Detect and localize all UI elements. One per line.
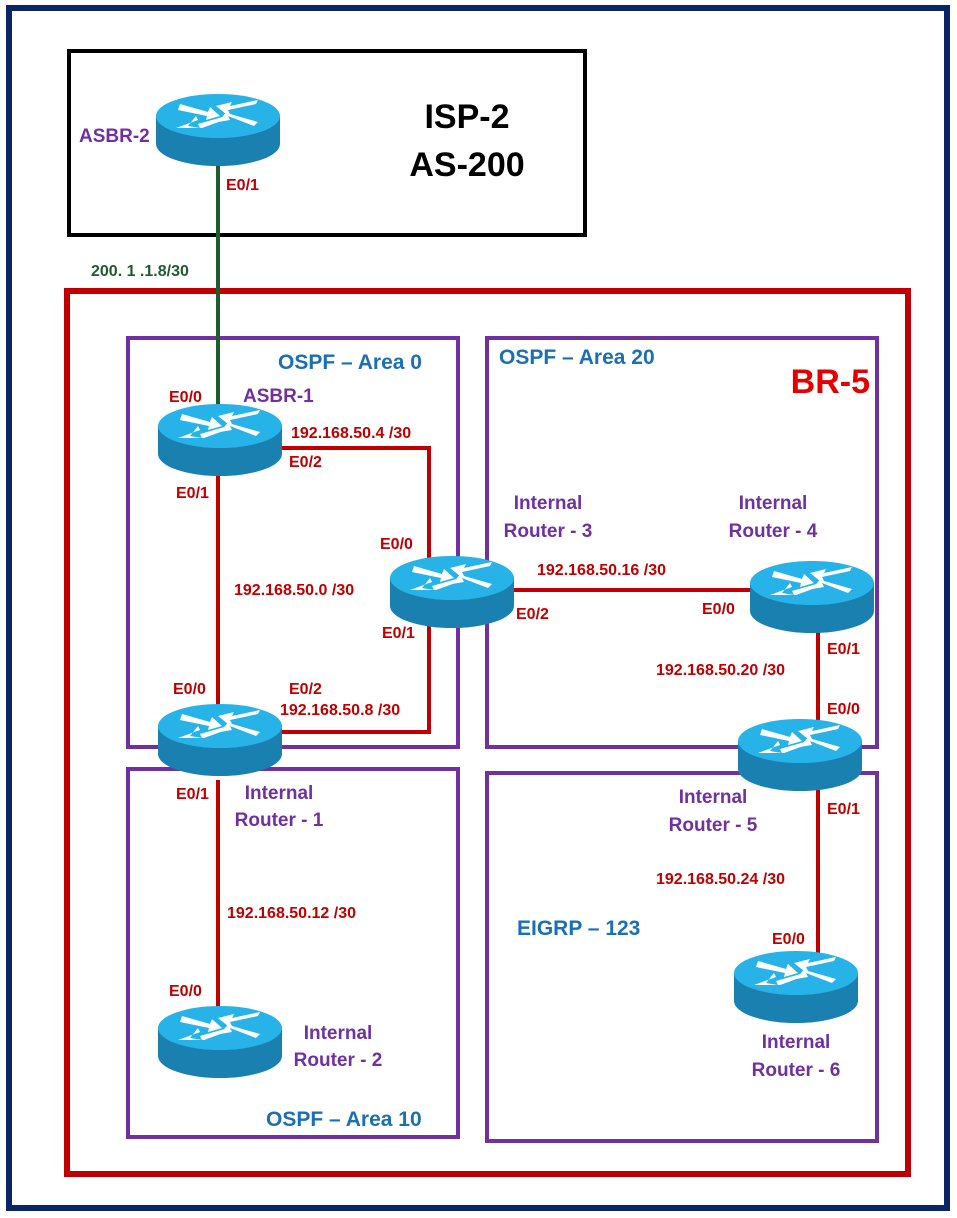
if-ir3-e02: E0/2 — [516, 606, 549, 623]
net-label-ir4-ir5: 192.168.50.20 /30 — [656, 662, 785, 679]
eigrp-box — [485, 771, 879, 1143]
router-name-ir2-line1: Internal — [304, 1023, 373, 1044]
area-0-label: OSPF – Area 0 — [278, 351, 422, 374]
area-10-label: OSPF – Area 10 — [266, 1108, 422, 1131]
router-name-ir2-line2: Router - 2 — [294, 1050, 383, 1071]
eigrp-label: EIGRP – 123 — [517, 917, 640, 940]
router-name-ir1-line2: Router - 1 — [235, 810, 324, 831]
area-20-label: OSPF – Area 20 — [499, 346, 655, 369]
net-label-ir3-ir4: 192.168.50.16 /30 — [537, 562, 666, 579]
router-name-ir5-line1: Internal — [679, 787, 748, 808]
if-ir1-e00: E0/0 — [173, 681, 206, 698]
router-name-asbr2: ASBR-2 — [79, 126, 150, 147]
isp-title-line2: AS-200 — [409, 146, 524, 184]
router-name-ir1-line1: Internal — [245, 783, 314, 804]
if-ir2-e00: E0/0 — [169, 983, 202, 1000]
net-label-ir5-ir6: 192.168.50.24 /30 — [656, 871, 785, 888]
if-asbr2-e01: E0/1 — [226, 177, 259, 194]
if-ir1-e01: E0/1 — [176, 786, 209, 803]
net-label-isp: 200. 1 .1.8/30 — [91, 263, 189, 280]
area-0-box — [126, 336, 460, 749]
router-icon-asbr1[interactable] — [158, 404, 282, 476]
if-ir5-e00: E0/0 — [827, 701, 860, 718]
router-name-ir3-line1: Internal — [514, 493, 583, 514]
router-icon-asbr2[interactable] — [156, 94, 280, 166]
if-asbr1-e02: E0/2 — [289, 454, 322, 471]
router-name-ir4-line2: Router - 4 — [729, 521, 818, 542]
if-asbr1-e01: E0/1 — [176, 485, 209, 502]
outer-frame — [6, 5, 950, 1211]
net-label-asbr1-ir3: 192.168.50.4 /30 — [291, 425, 411, 442]
branch-box — [64, 288, 911, 1177]
if-ir1-e02: E0/2 — [289, 681, 322, 698]
isp-title-line1: ISP-2 — [424, 98, 509, 136]
router-icon-ir1[interactable] — [158, 704, 282, 776]
router-name-asbr1: ASBR-1 — [243, 386, 314, 407]
net-label-ir1-ir2: 192.168.50.12 /30 — [227, 905, 356, 922]
link-asbr1-ir3 — [282, 446, 431, 570]
if-ir6-e00: E0/0 — [772, 931, 805, 948]
router-icon-ir6[interactable] — [734, 951, 858, 1023]
if-ir4-e01: E0/1 — [827, 641, 860, 658]
branch-title: BR-5 — [791, 363, 870, 401]
router-name-ir3-line2: Router - 3 — [504, 521, 593, 542]
router-icon-ir2[interactable] — [158, 1006, 282, 1078]
link-ir1-ir3 — [282, 615, 431, 734]
net-label-asbr1-ir1: 192.168.50.0 /30 — [234, 582, 354, 599]
if-ir5-e01: E0/1 — [827, 801, 860, 818]
if-ir3-e00: E0/0 — [380, 536, 413, 553]
net-label-ir1-ir3: 192.168.50.8 /30 — [280, 702, 400, 719]
router-icon-ir4[interactable] — [750, 561, 874, 633]
router-name-ir4-line1: Internal — [739, 493, 808, 514]
router-name-ir5-line2: Router - 5 — [669, 815, 758, 836]
router-icon-ir5[interactable] — [738, 719, 862, 791]
router-name-ir6-line2: Router - 6 — [752, 1060, 841, 1081]
if-ir4-e00: E0/0 — [702, 601, 735, 618]
if-asbr1-e00: E0/0 — [169, 389, 202, 406]
router-name-ir6-line1: Internal — [762, 1032, 831, 1053]
isp-box — [67, 49, 587, 237]
area-20-box — [485, 336, 879, 749]
if-ir3-e01: E0/1 — [382, 625, 415, 642]
router-icon-ir3[interactable] — [390, 556, 514, 628]
area-10-box — [126, 767, 460, 1139]
